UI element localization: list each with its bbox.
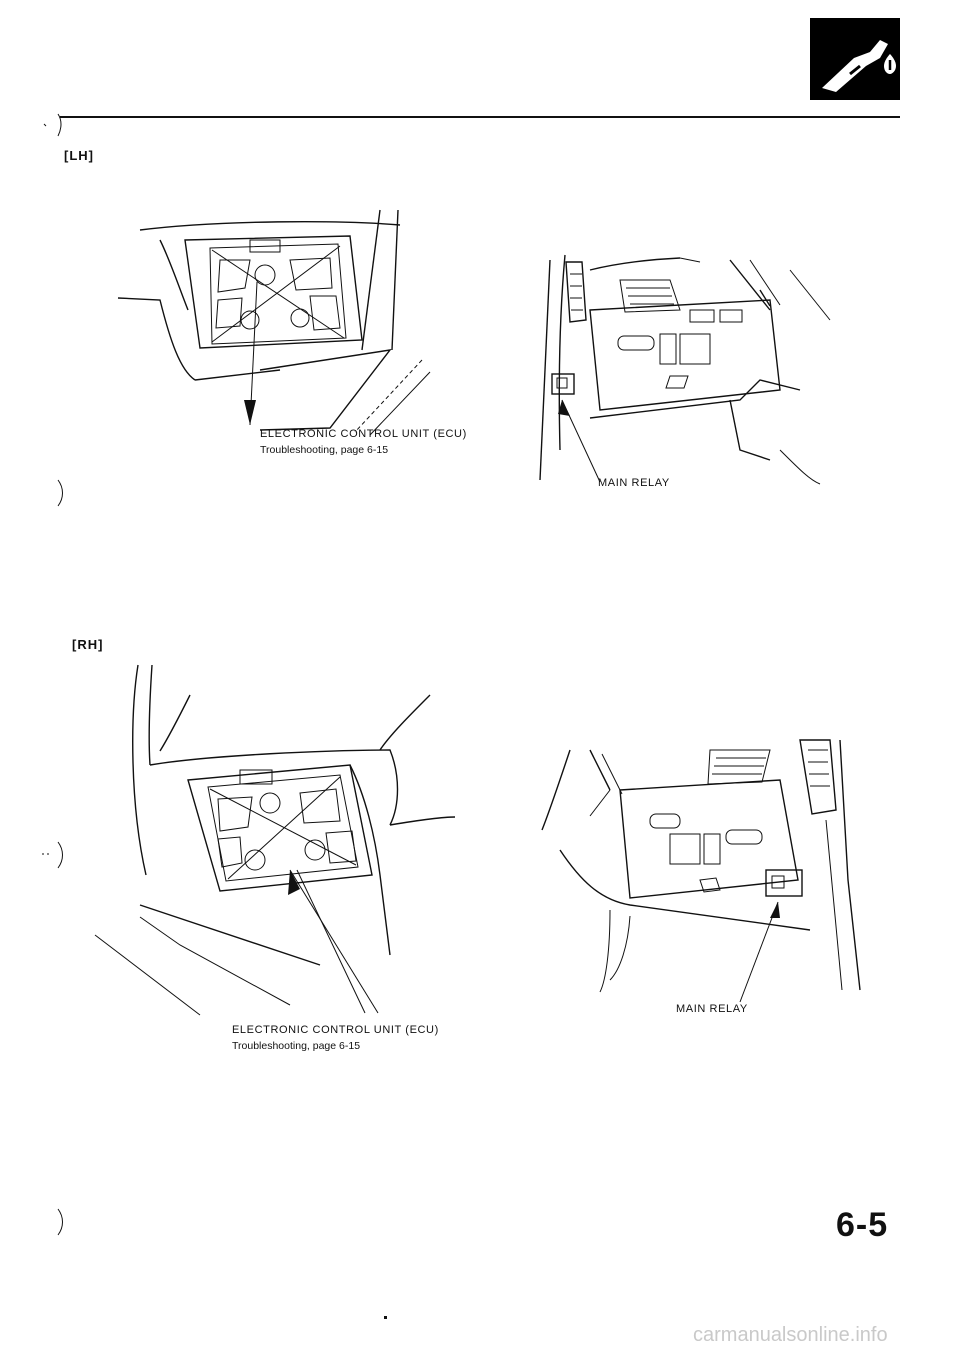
lh-ecu-callout-title: ELECTRONIC CONTROL UNIT (ECU) [260,428,467,440]
margin-mark-4 [57,1208,63,1236]
rh-ecu-callout-ref: Troubleshooting, page 6-15 [232,1040,361,1052]
rh-ecu-callout-title: ELECTRONIC CONTROL UNIT (ECU) [232,1024,439,1036]
margin-mark-2 [57,479,63,507]
header-rule [60,116,900,118]
rh-section-label: [RH] [72,637,104,652]
margin-mark-1 [43,113,62,137]
lh-section-label: [LH] [64,148,94,163]
lh-main-relay-illustration [539,254,831,485]
footer-dot [384,1316,387,1319]
lh-main-relay-callout: MAIN RELAY [598,477,670,489]
margin-mark-3 [42,841,63,869]
page-number: 6-5 [836,1206,889,1244]
rh-main-relay-illustration [541,739,861,1003]
rh-ecu-illustration [94,664,456,1016]
lh-ecu-illustration [117,209,431,436]
lh-ecu-callout-ref: Troubleshooting, page 6-15 [260,444,389,456]
fuel-nozzle-icon [810,18,900,100]
footer-watermark: carmanualsonline.info [693,1324,888,1346]
rh-main-relay-callout: MAIN RELAY [676,1003,748,1015]
